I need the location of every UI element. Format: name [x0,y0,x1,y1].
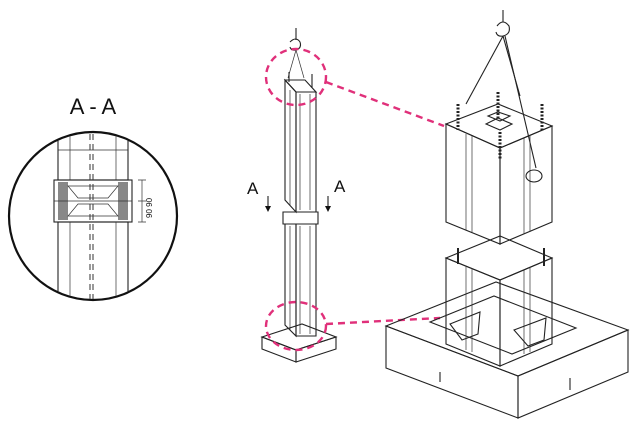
lifting-lug-icon [525,169,543,183]
svg-text:A: A [334,177,346,196]
leader-line-top [325,80,445,128]
crane-hook-large-icon [465,10,537,169]
bracket-right [513,317,547,347]
svg-text:A: A [247,179,259,198]
column-assembly: A A [247,28,346,363]
section-marker-right: A [325,177,346,212]
section-title: A - A [70,94,117,119]
section-marker-left: A [247,179,271,212]
leader-line-bottom [325,316,441,326]
threaded-rebars [456,92,544,160]
dimension-label: 90 90 [145,197,154,218]
bracket-left [449,311,481,341]
top-highlight-circle [264,47,328,107]
section-cut-drawing [53,133,146,299]
section-detail: A - A 90 [7,94,179,302]
enlarged-splice [384,10,630,419]
bottom-highlight-circle [264,300,328,352]
crane-hook-icon [287,28,305,79]
